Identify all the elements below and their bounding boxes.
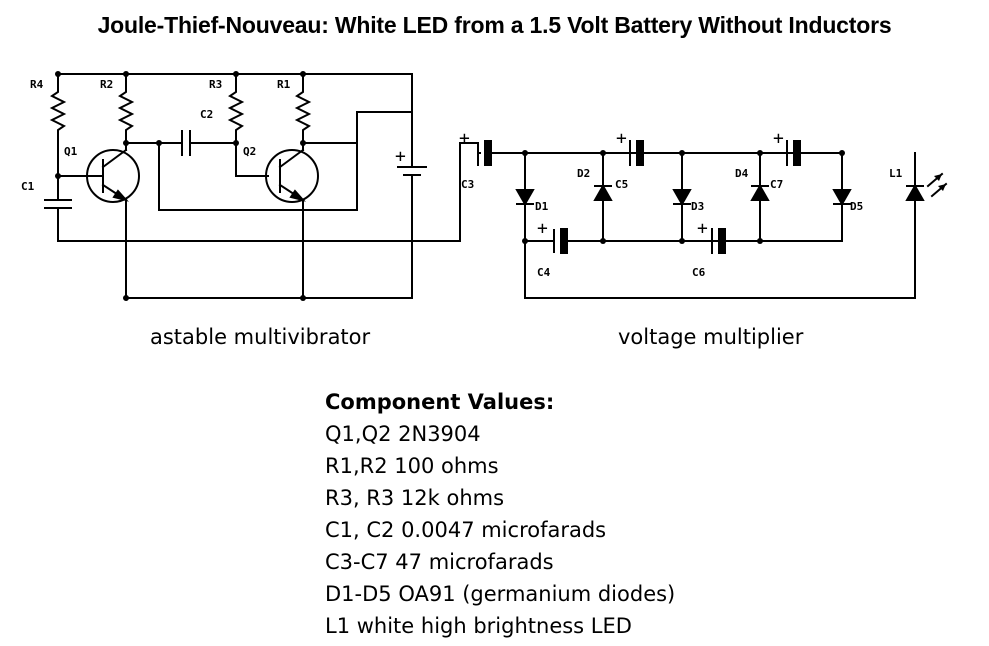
junction-dots <box>55 71 845 301</box>
label-c5: C5 <box>615 178 628 191</box>
label-r1: R1 <box>277 78 291 91</box>
component-line: L1 white high brightness LED <box>325 614 632 638</box>
label-d2: D2 <box>577 167 590 180</box>
label-d1: D1 <box>535 200 549 213</box>
label-l1: L1 <box>889 167 903 180</box>
label-plus-c7: + <box>773 128 784 149</box>
label-plus-c3: + <box>459 128 470 149</box>
label-d4: D4 <box>735 167 749 180</box>
component-line: R3, R3 12k ohms <box>325 486 505 510</box>
component-values: Component Values: Q1,Q2 2N3904 R1,R2 100… <box>325 386 675 642</box>
component-line: C3-C7 47 microfarads <box>325 550 554 574</box>
component-line: R1,R2 100 ohms <box>325 454 499 478</box>
label-plus-battery: + <box>395 146 406 167</box>
label-q1: Q1 <box>64 145 78 158</box>
label-q2: Q2 <box>243 145 256 158</box>
label-d3: D3 <box>691 200 704 213</box>
resistor-r3 <box>227 73 245 144</box>
component-line: Q1,Q2 2N3904 <box>325 422 481 446</box>
transistor-q2 <box>265 149 319 203</box>
label-plus-c6: + <box>697 218 708 239</box>
resistor-r4 <box>49 73 67 201</box>
battery <box>125 142 427 299</box>
component-line: D1-D5 OA91 (germanium diodes) <box>325 582 676 606</box>
label-c4: C4 <box>537 266 551 279</box>
resistor-r2 <box>117 73 135 151</box>
diagram-title: Joule-Thief-Nouveau: White LED from a 1.… <box>97 12 892 38</box>
capacitor-c4 <box>524 228 843 254</box>
component-values-heading: Component Values: <box>325 390 555 414</box>
label-plus-c4: + <box>537 218 548 239</box>
label-r2: R2 <box>100 78 113 91</box>
component-line: C1, C2 0.0047 microfarads <box>325 518 607 542</box>
capacitor-c2 <box>125 130 269 177</box>
label-d5: D5 <box>850 200 863 213</box>
label-plus-c5: + <box>616 128 627 149</box>
label-c7: C7 <box>770 178 783 191</box>
caption-multiplier: voltage multiplier <box>618 325 804 349</box>
label-c2: C2 <box>200 108 213 121</box>
caption-astable: astable multivibrator <box>150 325 371 349</box>
label-r3: R3 <box>209 78 222 91</box>
capacitor-c1 <box>44 199 461 242</box>
label-r4: R4 <box>30 78 44 91</box>
label-c1: C1 <box>21 180 35 193</box>
resistor-r1 <box>294 73 312 151</box>
label-c3: C3 <box>461 178 474 191</box>
label-c6: C6 <box>692 266 706 279</box>
